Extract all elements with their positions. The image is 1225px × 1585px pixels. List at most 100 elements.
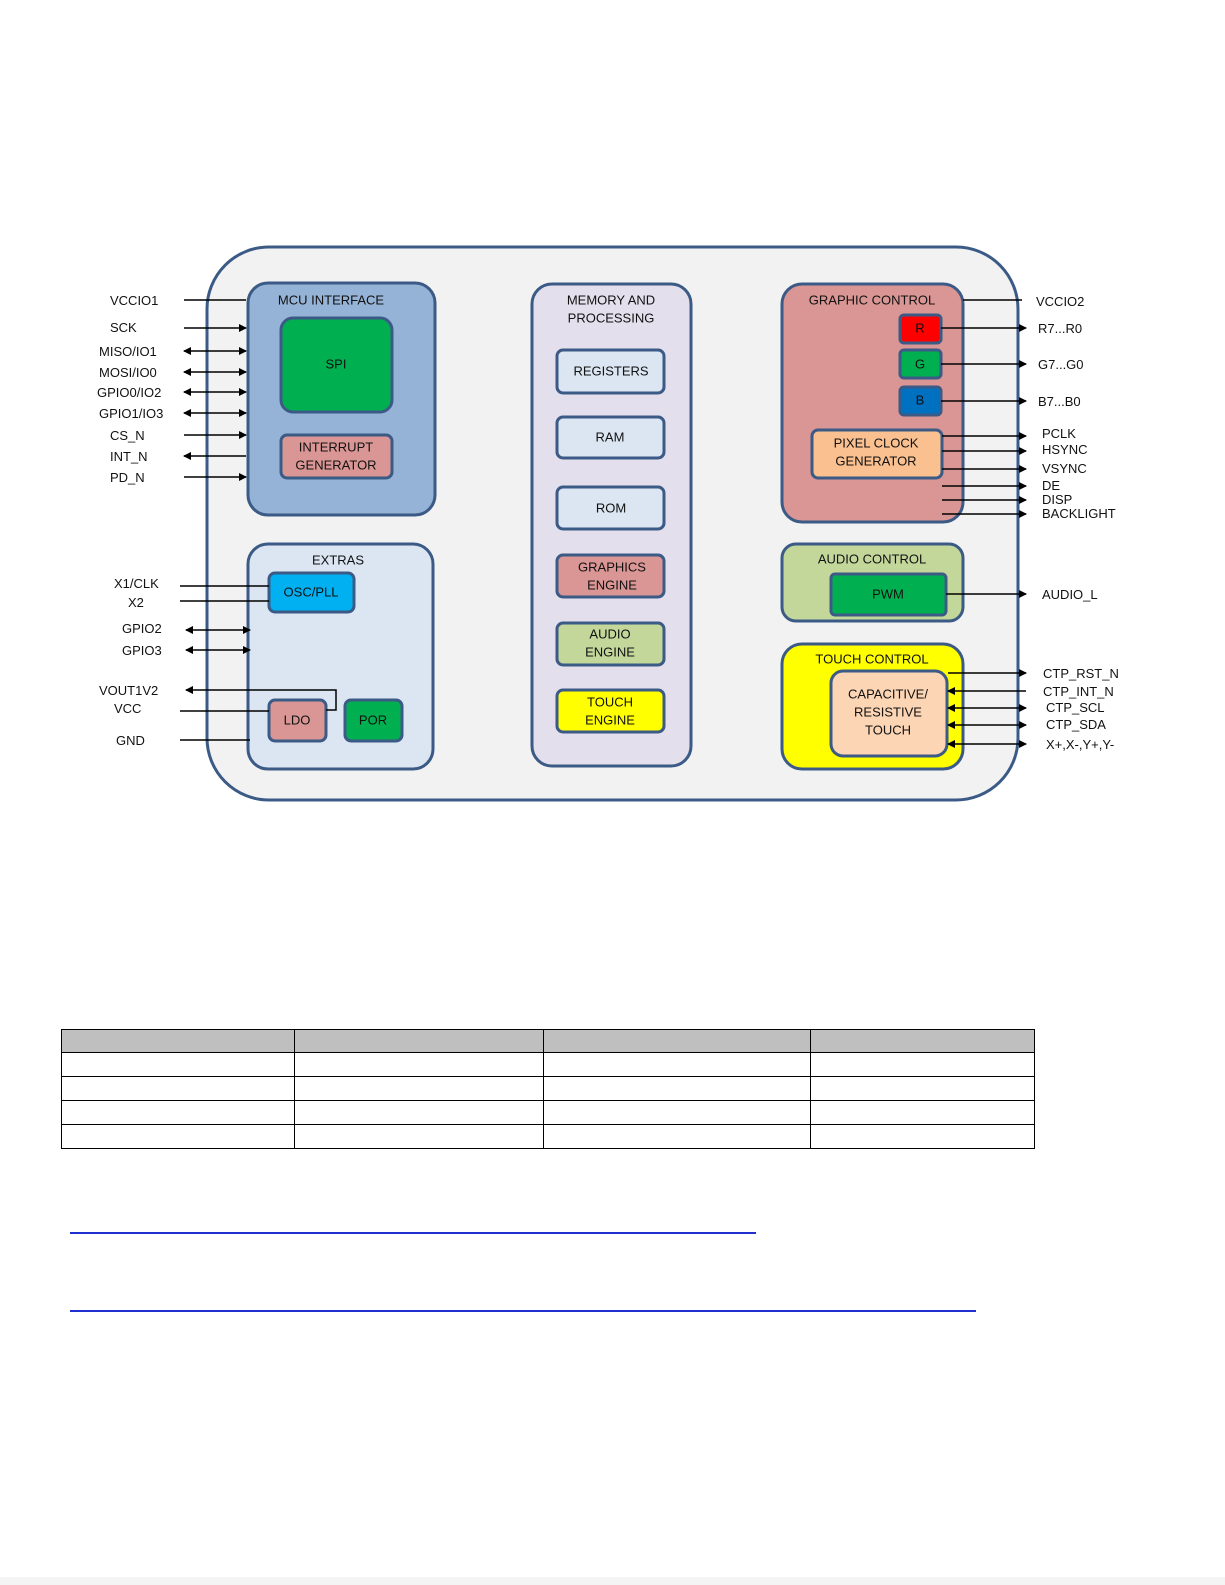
por-label: POR [359, 712, 387, 727]
registers-label: REGISTERS [573, 363, 648, 378]
table-cell [543, 1052, 811, 1077]
graphic-control-title: GRAPHIC CONTROL [809, 292, 935, 307]
pin-vout: VOUT1V2 [99, 683, 158, 698]
table-cell [61, 1124, 295, 1149]
pixel-clock-label-2: GENERATOR [835, 453, 916, 468]
table-cell [810, 1124, 1035, 1149]
touch-label-1: CAPACITIVE/ [848, 686, 928, 701]
memory-processing-block: MEMORY AND PROCESSING REGISTERS RAM ROM … [530, 282, 693, 768]
left-pin-lines [180, 299, 269, 741]
rom-block [555, 485, 666, 531]
r-block [898, 313, 943, 345]
table-cell [294, 1052, 544, 1077]
osc-pll-label: OSC/PLL [284, 584, 339, 599]
pin-vsync: VSYNC [1042, 461, 1087, 476]
touch-label-2: RESISTIVE [854, 704, 922, 719]
link-underline-1[interactable] [70, 1232, 756, 1234]
pin-ctp-sda: CTP_SDA [1046, 717, 1106, 732]
pin-ctp-int: CTP_INT_N [1043, 684, 1114, 699]
table-cell [61, 1076, 295, 1101]
graphics-engine-label-2: ENGINE [587, 577, 637, 592]
ldo-label: LDO [284, 712, 311, 727]
pin-hsync: HSYNC [1042, 442, 1088, 457]
pin-gpio1: GPIO1/IO3 [99, 406, 163, 421]
audio-engine-label-2: ENGINE [585, 644, 635, 659]
pin-gpio0: GPIO0/IO2 [97, 385, 161, 400]
osc-pll-block [267, 571, 356, 614]
pin-int: INT_N [110, 449, 148, 464]
memory-title-2: PROCESSING [568, 310, 655, 325]
capacitive-touch-block [829, 669, 949, 758]
audio-control-block: AUDIO CONTROL PWM [780, 542, 965, 623]
touch-control-block: TOUCH CONTROL CAPACITIVE/ RESISTIVE TOUC… [780, 642, 965, 771]
touch-engine-label-1: TOUCH [587, 694, 633, 709]
ram-block [555, 415, 666, 460]
touch-engine-block [555, 688, 666, 734]
pin-audio: AUDIO_L [1042, 587, 1098, 602]
table-cell [543, 1100, 811, 1125]
pixel-clock-label-1: PIXEL CLOCK [834, 435, 919, 450]
graphics-engine-block [555, 553, 666, 599]
table-cell [294, 1100, 544, 1125]
pin-backlight: BACKLIGHT [1042, 506, 1116, 521]
table-cell [810, 1076, 1035, 1101]
pin-disp: DISP [1042, 492, 1072, 507]
table-header-cell [810, 1029, 1035, 1053]
table-header-row [61, 1029, 1035, 1053]
table-cell [294, 1076, 544, 1101]
pin-cs: CS_N [110, 428, 145, 443]
spi-block [279, 316, 394, 414]
pwm-label: PWM [872, 586, 904, 601]
table-cell [61, 1052, 295, 1077]
pin-mosi: MOSI/IO0 [99, 365, 157, 380]
pin-x1: X1/CLK [114, 576, 159, 591]
table-cell [543, 1124, 811, 1149]
pin-de: DE [1042, 478, 1060, 493]
pin-vcc: VCC [114, 701, 141, 716]
table-row [61, 1052, 1035, 1077]
pixel-clock-block [810, 428, 944, 480]
audio-control-title: AUDIO CONTROL [818, 551, 926, 566]
spec-table [61, 1029, 1035, 1149]
pin-pclk: PCLK [1042, 426, 1076, 441]
table-header-cell [61, 1029, 295, 1053]
interrupt-generator-block [279, 433, 394, 480]
g-label: G [915, 356, 925, 371]
table-cell [61, 1100, 295, 1125]
pin-gpio2: GPIO2 [122, 621, 162, 636]
table-cell [810, 1100, 1035, 1125]
mcu-interface-title: MCU INTERFACE [278, 292, 385, 307]
extras-block: EXTRAS OSC/PLL LDO POR [185, 542, 435, 771]
pin-ctp-rst: CTP_RST_N [1043, 666, 1119, 681]
graphic-control-block: GRAPHIC CONTROL R G B PIXEL CLOCK GENERA… [780, 282, 965, 524]
right-pin-labels: VCCIO2 R7...R0 G7...G0 B7...B0 PCLK HSYN… [1036, 294, 1119, 752]
interrupt-label-2: GENERATOR [295, 457, 376, 472]
table-cell [294, 1124, 544, 1149]
pin-ctp-scl: CTP_SCL [1046, 700, 1105, 715]
registers-block [555, 348, 666, 395]
pin-vccio2: VCCIO2 [1036, 294, 1084, 309]
table-cell [543, 1076, 811, 1101]
pin-pd: PD_N [110, 470, 145, 485]
pin-sck: SCK [110, 320, 137, 335]
rom-label: ROM [596, 500, 626, 515]
right-pin-lines [941, 299, 1027, 748]
pin-xy: X+,X-,Y+,Y- [1046, 737, 1114, 752]
pin-g: G7...G0 [1038, 357, 1084, 372]
pin-r: R7...R0 [1038, 321, 1082, 336]
audio-engine-block [555, 621, 666, 667]
touch-label-3: TOUCH [865, 722, 911, 737]
graphics-engine-label-1: GRAPHICS [578, 559, 646, 574]
left-pin-labels: VCCIO1 SCK MISO/IO1 MOSI/IO0 GPIO0/IO2 G… [97, 293, 163, 748]
table-row [61, 1100, 1035, 1125]
touch-control-title: TOUCH CONTROL [815, 651, 928, 666]
table-header-cell [294, 1029, 544, 1053]
link-underline-2[interactable] [70, 1310, 976, 1312]
table-row [61, 1076, 1035, 1101]
pin-b: B7...B0 [1038, 394, 1081, 409]
block-diagram: MCU INTERFACE SPI INTERRUPT GENERATOR EX… [97, 245, 1119, 802]
mcu-interface-block: MCU INTERFACE SPI INTERRUPT GENERATOR [246, 281, 437, 517]
ldo-block [267, 698, 328, 743]
page-bottom-strip [0, 1577, 1225, 1585]
pin-gnd: GND [116, 733, 145, 748]
